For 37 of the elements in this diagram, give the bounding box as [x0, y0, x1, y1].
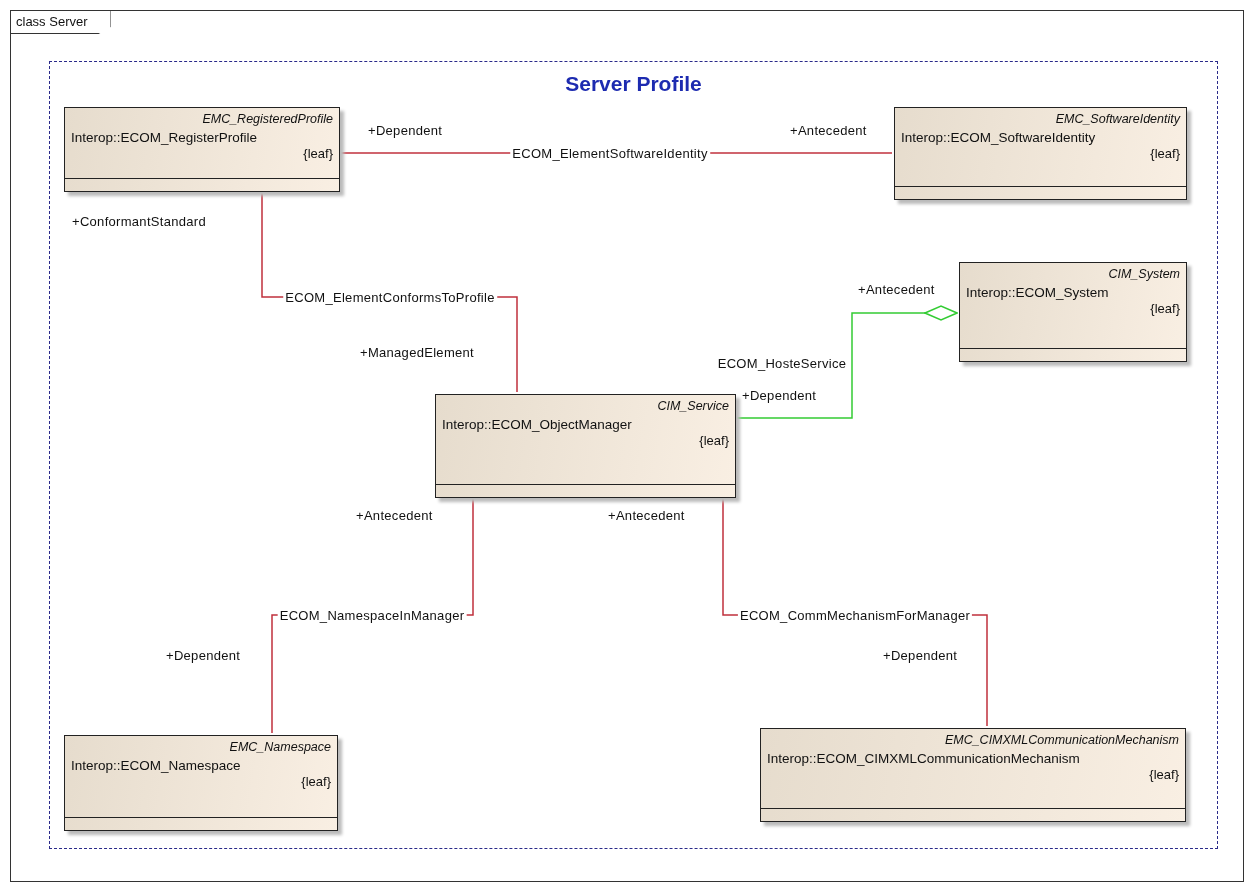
role-name: +Dependent — [368, 123, 443, 138]
class-constraint: {leaf} — [301, 774, 331, 789]
association-line — [733, 305, 958, 419]
class-name: Interop::ECOM_SoftwareIdentity — [901, 130, 1097, 145]
class-name: Interop::ECOM_CIMXMLCommunicationMechanism — [767, 751, 1081, 766]
parent-class-name: CIM_Service — [657, 399, 729, 413]
role-name: +ConformantStandard — [72, 214, 206, 229]
role-name: +Dependent — [883, 648, 958, 663]
class-constraint: {leaf} — [303, 146, 333, 161]
role-name: +Dependent — [742, 388, 817, 403]
package-title: Server Profile — [565, 72, 702, 96]
class-constraint: {leaf} — [699, 433, 729, 448]
class-constraint: {leaf} — [1149, 767, 1179, 782]
role-name: +Dependent — [166, 648, 241, 663]
class-name: Interop::ECOM_ObjectManager — [442, 417, 633, 432]
role-name: +Antecedent — [858, 282, 935, 297]
class-box — [959, 262, 1187, 362]
parent-class-name: EMC_CIMXMLCommunicationMechanism — [944, 733, 1179, 747]
role-name: +ManagedElement — [360, 345, 474, 360]
class-box — [64, 735, 338, 831]
class-box — [894, 107, 1187, 200]
role-name: +Antecedent — [790, 123, 867, 138]
frame-title: class Server — [11, 11, 111, 34]
parent-class-name: EMC_Namespace — [229, 740, 331, 754]
parent-class-name: EMC_RegisteredProfile — [202, 112, 333, 126]
role-name: +Antecedent — [356, 508, 433, 523]
class-name: Interop::ECOM_System — [966, 285, 1110, 300]
parent-class-name: EMC_SoftwareIdentity — [1055, 112, 1180, 126]
class-name: Interop::ECOM_Namespace — [71, 758, 242, 773]
class-name: Interop::ECOM_RegisterProfile — [71, 130, 259, 145]
class-constraint: {leaf} — [1150, 301, 1180, 316]
class-constraint: {leaf} — [1150, 146, 1180, 161]
parent-class-name: CIM_System — [1108, 267, 1180, 281]
class-box — [64, 107, 340, 192]
class-box — [760, 728, 1186, 822]
class-box — [435, 394, 736, 498]
role-name: +Antecedent — [608, 508, 685, 523]
